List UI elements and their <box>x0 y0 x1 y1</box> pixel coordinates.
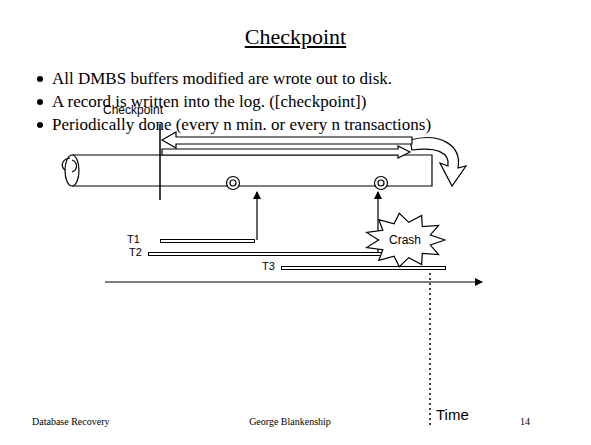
transaction-name: T1 <box>127 233 140 245</box>
backward-scan-arrow <box>162 132 412 148</box>
bullet-text: Periodically done (every n min. or every… <box>52 115 431 135</box>
bullet-text: All DMBS buffers modified are wrote out … <box>52 69 392 89</box>
curl-arrow <box>410 138 466 186</box>
crash-text: Crash <box>389 233 421 247</box>
checkpoint-label: Checkpoint <box>103 103 163 117</box>
transaction-bar: T1 <box>127 232 255 252</box>
commit-marker <box>227 177 388 190</box>
forward-scan-arrow <box>162 146 410 158</box>
transaction-bar: T2 <box>129 245 388 265</box>
axis-label: Time <box>436 406 469 423</box>
transaction-name: T2 <box>129 246 142 258</box>
slide-title: Checkpoint <box>0 24 591 50</box>
crash-line <box>429 268 431 426</box>
bullet-dot <box>37 99 43 105</box>
transaction-line <box>160 239 255 243</box>
transaction-line <box>148 252 388 256</box>
crash-burst: Crash <box>364 212 446 268</box>
checkpoint-line <box>159 124 161 200</box>
footer-text: Database Recovery <box>32 416 109 427</box>
transaction-line <box>281 266 446 270</box>
commit-arrow <box>256 192 257 240</box>
bullet-text: A record is written into the log. ([chec… <box>52 92 366 112</box>
bullet-dot <box>37 122 43 128</box>
bullet-dot <box>37 76 43 82</box>
transaction-name: T3 <box>262 260 275 272</box>
time-axis <box>105 281 482 282</box>
footer-text: George Blankenship <box>249 416 331 427</box>
page-number: 14 <box>520 416 530 427</box>
